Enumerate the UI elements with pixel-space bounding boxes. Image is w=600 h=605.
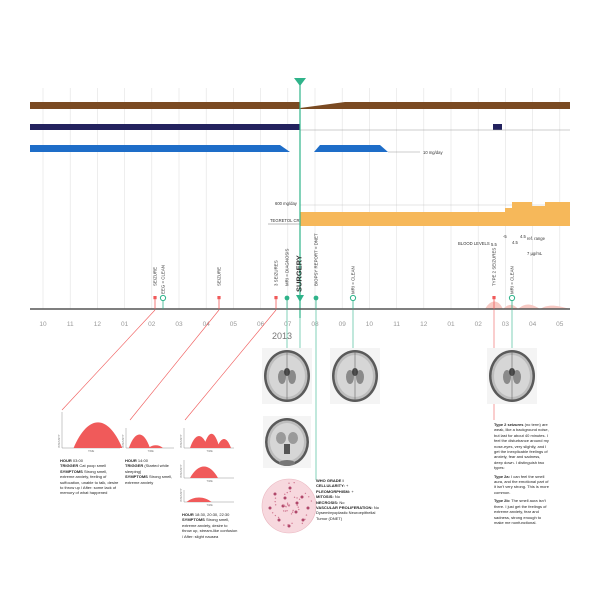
biopsy-micrograph — [261, 478, 317, 534]
event-label: BIOPSY REPORT = DNET — [314, 233, 319, 286]
month-tick-label: 01 — [121, 321, 129, 328]
month-tick-label: 04 — [203, 321, 211, 328]
mri-clean-2 — [487, 348, 537, 404]
event-marker: MRI = CLEAN — [349, 266, 357, 309]
event-marker: SURGERY — [295, 255, 304, 302]
event-marker: SEIZURE — [217, 267, 222, 309]
blood-level-b: -5 — [503, 234, 507, 239]
intensity-axis-label: INTENSITY — [179, 434, 183, 448]
intensity-chart: INTENSITY TIME — [179, 460, 234, 483]
month-tick-label: 11 — [67, 321, 74, 328]
event-label: MRI = DIAGNOSIS — [285, 248, 290, 286]
seizure-note-3: HOUR 18:30, 20:30, 22:30 SYMPTOMS Strong… — [182, 512, 238, 539]
month-tick-label: 02 — [475, 321, 483, 328]
orange-med-label: TEGRETOL CR — [270, 218, 300, 223]
month-tick-label: 06 — [257, 321, 265, 328]
intensity-chart: INTENSITY TIME — [121, 428, 174, 453]
time-axis-label: TIME — [148, 449, 154, 453]
month-tick-label: 10 — [366, 321, 374, 328]
connector-line — [129, 309, 220, 421]
intensity-axis-label: INTENSITY — [57, 434, 61, 448]
time-axis-label: TIME — [88, 449, 94, 453]
mri-diagnosis-coronal — [263, 416, 311, 468]
month-tick-label: 11 — [393, 321, 400, 328]
event-label: SURGERY — [295, 255, 304, 292]
year-label: 2013 — [272, 331, 292, 341]
time-axis-label: TIME — [207, 479, 213, 483]
biopsy-note: WHO GRADE I CELLULARITY: + PLEOMORPHISM:… — [316, 478, 379, 521]
event-label: TYPE 2 SEIZURES — [492, 248, 497, 286]
blood-level-a: 5.5 — [491, 242, 497, 247]
mri-clean-1 — [330, 348, 380, 404]
time-axis-label: TIME — [207, 503, 213, 507]
month-axis: 10 11 12 01 02 03 04 05 06 07 08 09 10 11 12 01 02 03 04 05 — [39, 321, 563, 328]
surgery-top-marker — [294, 78, 306, 86]
month-tick-label: 04 — [529, 321, 537, 328]
seizure-intensity-charts: INTENSITYTIMEINTENSITYTIMEINTENSITYTIMEI… — [57, 412, 234, 507]
event-label: MRI = CLEAN — [351, 266, 356, 294]
event-label: 3 SEIZURES — [274, 260, 279, 286]
blood-ref-range: ref. range — [527, 236, 546, 241]
intensity-axis-label: INTENSITY — [179, 464, 183, 478]
intensity-chart: INTENSITY TIME — [179, 428, 234, 453]
orange-medication-area — [300, 202, 570, 226]
blood-levels: BLOOD LEVELS 5.5 -5 4.5 4.5 ref. range 7… — [458, 234, 546, 256]
intensity-chart: INTENSITY TIME — [57, 412, 123, 453]
blue-dose-label: 10 mg/day — [423, 150, 443, 155]
month-tick-label: 03 — [175, 321, 183, 328]
month-tick-label: 05 — [556, 321, 564, 328]
navy-medication-bar-late — [493, 124, 502, 130]
event-marker: 3 SEIZURES — [274, 260, 279, 309]
connector-lines — [61, 309, 513, 480]
connector-line — [184, 309, 277, 421]
seizure-note-2: HOUR 14:00 TRIGGER (Started while sleepi… — [125, 458, 173, 485]
blue-medication-bar-late — [314, 145, 388, 152]
event-label: MRI = CLEAN — [510, 266, 515, 294]
blood-level-c: 4.5 — [512, 240, 518, 245]
month-tick-label: 12 — [420, 321, 428, 328]
blood-levels-title: BLOOD LEVELS — [458, 241, 490, 246]
brown-bar-after-surgery — [300, 102, 570, 109]
blood-unit: 7 µg/mL — [527, 251, 543, 256]
blue-medication-bar — [30, 145, 290, 152]
event-label: EEG = CLEAN — [161, 265, 166, 294]
event-marker: MRI = DIAGNOSIS — [285, 248, 290, 309]
brown-bar-before-surgery — [30, 102, 300, 109]
month-tick-label: 01 — [447, 321, 455, 328]
month-tick-label: 10 — [39, 321, 47, 328]
month-tick-label: 09 — [339, 321, 347, 328]
event-marker: BIOPSY REPORT = DNET — [314, 233, 319, 309]
intensity-chart: INTENSITY TIME — [179, 488, 234, 507]
month-tick-label: 07 — [284, 321, 292, 328]
seizure-note-1: HOUR 03:00 TRIGGER Cat poop smell SYMPTO… — [60, 458, 119, 496]
month-tick-label: 05 — [230, 321, 238, 328]
connector-line — [61, 309, 156, 411]
event-marker: EEG = CLEAN — [159, 265, 167, 309]
intensity-axis-label: INTENSITY — [121, 434, 125, 448]
time-axis-label: TIME — [207, 449, 213, 453]
navy-medication-bar — [30, 124, 300, 130]
intensity-axis-label: INTENSITY — [179, 488, 183, 502]
month-tick-label: 03 — [502, 321, 510, 328]
seizure-wave — [485, 301, 570, 309]
event-label: SEIZURE — [217, 267, 222, 286]
event-marker: TYPE 2 SEIZURES — [492, 248, 497, 309]
month-tick-label: 02 — [148, 321, 156, 328]
month-tick-label: 12 — [94, 321, 102, 328]
month-tick-label: 08 — [311, 321, 319, 328]
event-marker: MRI = CLEAN — [508, 266, 516, 309]
orange-dose-label: 600 mg/day — [275, 201, 298, 206]
mri-diagnosis-axial — [262, 348, 312, 404]
blood-level-d: 4.5 — [520, 234, 526, 239]
event-label: SEIZURE — [153, 267, 158, 286]
type2-seizure-note: Type 2 seizures (no term) are weak, like… — [494, 422, 549, 525]
event-marker: SEIZURE — [153, 267, 158, 309]
